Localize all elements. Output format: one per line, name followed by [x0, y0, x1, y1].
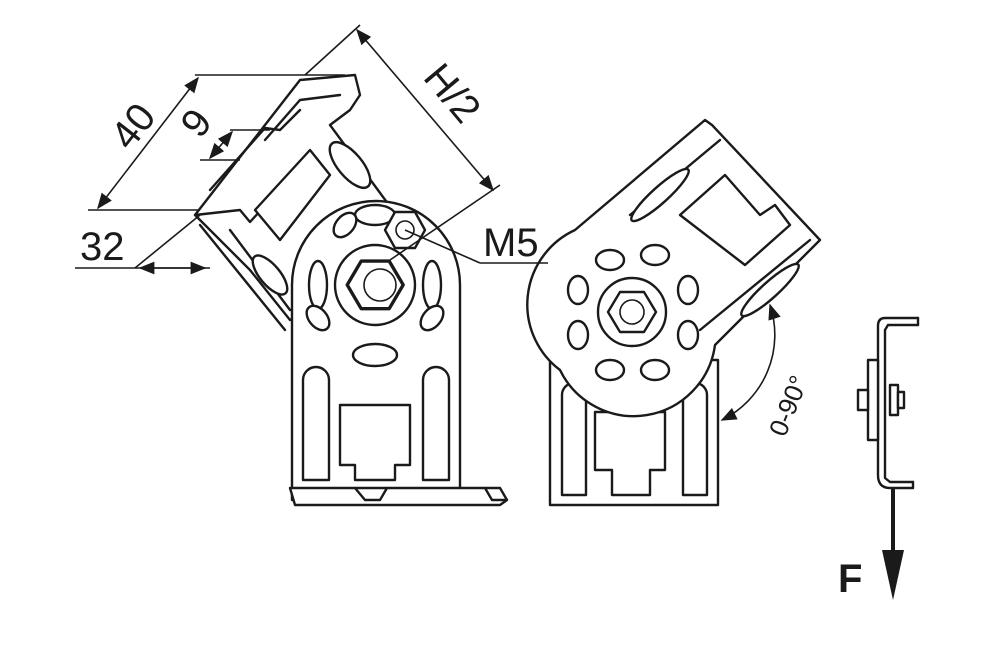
- angle-range-label: 0-90°: [763, 371, 814, 440]
- side-view: F: [838, 316, 920, 601]
- dim-slot-label: 9: [172, 101, 220, 146]
- dim-half-height-label: H/2: [415, 56, 489, 132]
- rotated-plate: [526, 118, 822, 418]
- right-bracket-view: 0-90°: [526, 118, 822, 507]
- angle-arc: [720, 303, 781, 421]
- base-foot: [288, 486, 509, 507]
- dim-offset-label: 32: [80, 225, 125, 269]
- bolt-label: M5: [483, 221, 539, 265]
- hex-nut-icon: [345, 259, 405, 311]
- bolt-hole-ring: [566, 243, 700, 382]
- left-bracket-view: [193, 73, 509, 507]
- adjustment-slots: [305, 203, 445, 368]
- hex-nut-icon: [606, 290, 658, 334]
- dim-width-label: 40: [102, 95, 164, 157]
- force-label: F: [838, 557, 862, 601]
